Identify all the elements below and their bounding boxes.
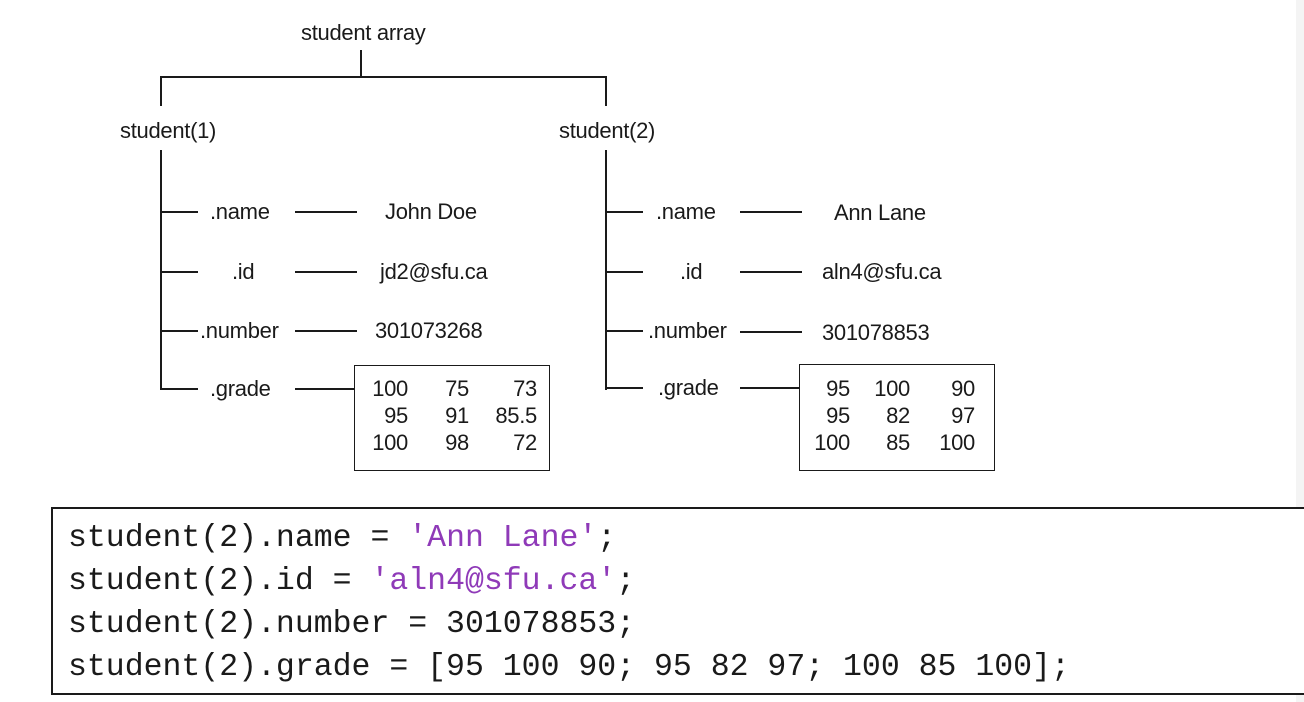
student-1-id-tick	[160, 271, 198, 273]
code-text: ;	[597, 521, 617, 556]
code-text: student(2).id =	[68, 564, 371, 599]
grade-cell: 95	[384, 403, 408, 428]
student-1-grade-field: .grade	[210, 376, 271, 401]
student-1-name-connector	[295, 211, 357, 213]
student-1-name-tick	[160, 211, 198, 213]
root-stem	[360, 50, 362, 77]
code-line: student(2).grade = [95 100 90; 95 82 97;…	[68, 650, 1070, 685]
grade-cell: 85.5	[495, 403, 537, 428]
grade-cell: 100	[814, 430, 850, 455]
structure-diagram: student array student(1) .name John Doe …	[120, 20, 995, 471]
code-string-literal: 'Ann Lane'	[408, 521, 598, 556]
student-2-grade-field: .grade	[658, 375, 719, 400]
student-2-id-connector	[740, 271, 802, 273]
student-1-number-field: .number	[200, 318, 279, 343]
student-1-id-connector	[295, 271, 357, 273]
grade-cell: 100	[372, 430, 408, 455]
grade-cell: 95	[826, 376, 850, 401]
grade-cell: 95	[826, 403, 850, 428]
grade-cell: 73	[513, 376, 537, 401]
student-2-name-connector	[740, 211, 802, 213]
student-1-name-field: .name	[210, 199, 270, 224]
grade-cell: 98	[445, 430, 469, 455]
grade-cell: 82	[886, 403, 910, 428]
code-text: student(2).number = 301078853;	[68, 607, 636, 642]
student-2-name-value: Ann Lane	[834, 200, 926, 225]
code-text: student(2).name =	[68, 521, 409, 556]
grade-cell: 72	[513, 430, 537, 455]
student-1-grade-matrix: 100 75 73 95 91 85.5 100 98 72	[354, 365, 550, 471]
student-1-number-tick	[160, 330, 198, 332]
student-2-grade-matrix: 95 100 90 95 82 97 100 85 100	[799, 364, 995, 471]
grade-cell: 100	[874, 376, 910, 401]
grade-cell: 85	[886, 430, 910, 455]
grade-cell: 90	[951, 376, 975, 401]
student-1-grade-tick	[160, 388, 198, 390]
student-2-id-field: .id	[680, 259, 703, 284]
student-2-name-tick	[605, 211, 643, 213]
root-label: student array	[301, 20, 426, 45]
student-2-grade-tick	[605, 387, 643, 389]
student-2-label: student(2)	[559, 118, 656, 143]
code-line: student(2).id = 'aln4@sfu.ca';	[68, 564, 635, 599]
student-2-id-tick	[605, 271, 643, 273]
student-1-trunk	[160, 150, 162, 390]
code-text: student(2).grade = [95 100 90; 95 82 97;…	[68, 650, 1070, 685]
student-1-number-connector	[295, 330, 357, 332]
student-2-id-value: aln4@sfu.ca	[822, 259, 942, 284]
branch-right-drop	[605, 76, 607, 106]
student-2-number-connector	[740, 331, 802, 333]
student-1-name-value: John Doe	[385, 199, 477, 224]
student-1-grade-connector	[295, 388, 355, 390]
code-string-literal: 'aln4@sfu.ca'	[370, 564, 617, 599]
code-panel: student(2).name = 'Ann Lane'; student(2)…	[51, 507, 1304, 695]
root-branch	[160, 76, 607, 78]
grade-cell: 75	[445, 376, 469, 401]
grade-cell: 91	[445, 403, 469, 428]
code-text: ;	[616, 564, 636, 599]
code-line: student(2).name = 'Ann Lane';	[68, 521, 616, 556]
student-1-id-value: jd2@sfu.ca	[380, 259, 488, 284]
student-2-number-field: .number	[648, 318, 727, 343]
grade-cell: 97	[951, 403, 975, 428]
right-edge-strip	[1296, 0, 1304, 702]
grade-cell: 100	[939, 430, 975, 455]
student-1-id-field: .id	[232, 259, 255, 284]
student-2-name-field: .name	[656, 199, 716, 224]
code-line: student(2).number = 301078853;	[68, 607, 635, 642]
grade-cell: 100	[372, 376, 408, 401]
branch-left-drop	[160, 76, 162, 106]
student-2-grade-connector	[740, 387, 800, 389]
student-2-number-tick	[605, 330, 643, 332]
student-2-number-value: 301078853	[822, 320, 930, 345]
student-1-label: student(1)	[120, 118, 217, 143]
student-1-number-value: 301073268	[375, 318, 483, 343]
student-2-trunk	[605, 150, 607, 390]
